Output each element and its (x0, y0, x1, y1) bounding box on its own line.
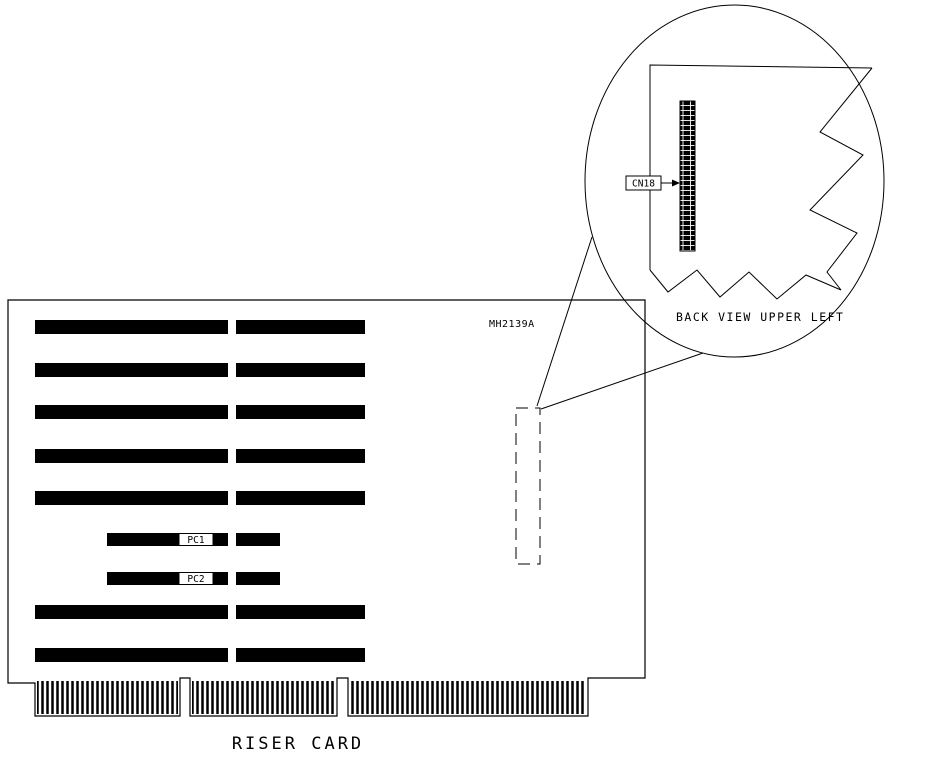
slot-segment (35, 491, 228, 505)
expansion-slot-row-5 (35, 491, 365, 505)
cn18-callout: CN18 (625, 175, 680, 191)
expansion-slot-row-4 (35, 449, 365, 463)
slot-segment (35, 648, 228, 662)
slot-segment (35, 363, 228, 377)
slot-segment (35, 405, 228, 419)
slot-segment (35, 320, 228, 334)
expansion-slot-row-7 (35, 648, 365, 662)
board-corner-edges (649, 64, 873, 270)
magnified-callout: CN18 BACK VIEW UPPER LEFT (584, 4, 885, 358)
slot-segment (236, 363, 365, 377)
edge-fingers-group-right (350, 681, 586, 714)
slot-segment (35, 605, 228, 619)
pc1-label-box (178, 533, 214, 546)
expansion-slot-row-1 (35, 320, 365, 334)
slot-segment (236, 491, 365, 505)
slot-segment (236, 533, 280, 546)
cn18-location-dashed-outline (515, 407, 541, 565)
pc2-label: PC2 (187, 574, 204, 585)
torn-edge-right (809, 67, 873, 291)
cn18-label: CN18 (632, 179, 655, 190)
slot-pc2: PC2 (107, 572, 280, 585)
torn-edge-bottom (649, 269, 842, 300)
edge-fingers-group-middle (192, 681, 335, 714)
part-number-label: MH2139A (489, 319, 535, 330)
figure-caption: RISER CARD (232, 734, 364, 754)
slot-segment (35, 449, 228, 463)
riser-board-outline (7, 299, 646, 717)
slot-pc1: PC1 (107, 533, 280, 546)
expansion-slot-row-2 (35, 363, 365, 377)
slot-segment (236, 572, 280, 585)
callout-title: BACK VIEW UPPER LEFT (676, 310, 844, 324)
cn18-pointer-arrowhead-icon (672, 179, 680, 187)
pc1-label: PC1 (187, 535, 204, 546)
slot-segment (236, 405, 365, 419)
slot-segment (236, 648, 365, 662)
slot-segment (236, 320, 365, 334)
callout-circle (584, 4, 885, 358)
cn18-connector (679, 100, 696, 252)
slot-segment (236, 605, 365, 619)
expansion-slot-row-6 (35, 605, 365, 619)
expansion-slot-row-3 (35, 405, 365, 419)
pc2-label-box (178, 572, 214, 585)
slot-segment (236, 449, 365, 463)
expansion-slots: PC1 PC2 (35, 320, 365, 662)
edge-fingers-group-left (37, 681, 178, 714)
projection-line-upper (536, 236, 593, 407)
projection-line-lower (540, 352, 704, 410)
